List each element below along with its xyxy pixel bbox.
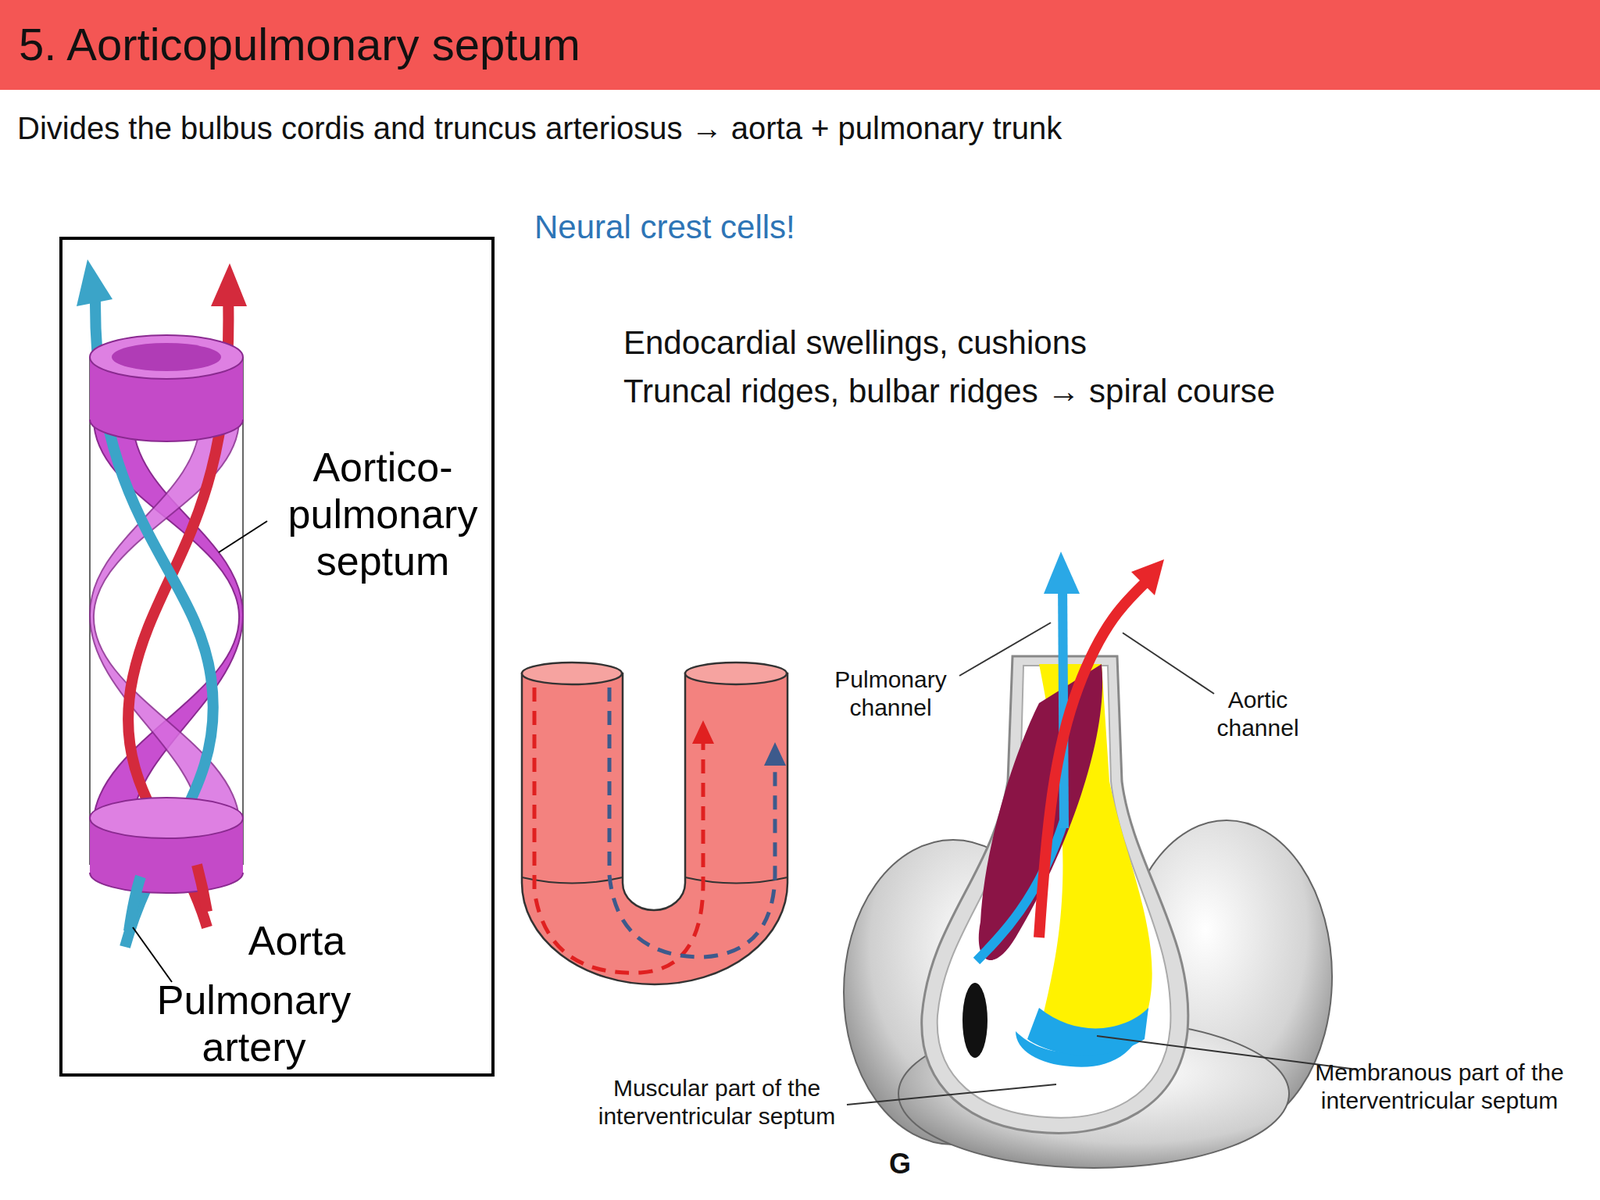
slide-title: 5. Aorticopulmonary septum xyxy=(18,17,581,72)
illustration-frame: Aortico- pulmonary septumAortaPulmonary … xyxy=(59,236,495,1077)
part-label: Pulmonary channel xyxy=(816,665,965,722)
part-label: Muscular part of the interventricular se… xyxy=(574,1074,860,1131)
figure-letter: G xyxy=(875,1146,925,1181)
note-text: Neural crest cells! xyxy=(534,207,1004,247)
part-label: Aortico- pulmonary septum xyxy=(267,444,499,585)
subtitle-text: Divides the bulbus cordis and truncus ar… xyxy=(17,109,1502,147)
note-text: Truncal ridges, bulbar ridges → spiral c… xyxy=(623,371,1483,411)
note-text: Endocardial swellings, cushions xyxy=(623,323,1405,363)
part-label: Membranous part of the interventricular … xyxy=(1296,1058,1583,1115)
part-label: Aortic channel xyxy=(1195,685,1321,743)
part-label: Pulmonary artery xyxy=(140,977,368,1072)
part-label: Aorta xyxy=(226,917,368,965)
